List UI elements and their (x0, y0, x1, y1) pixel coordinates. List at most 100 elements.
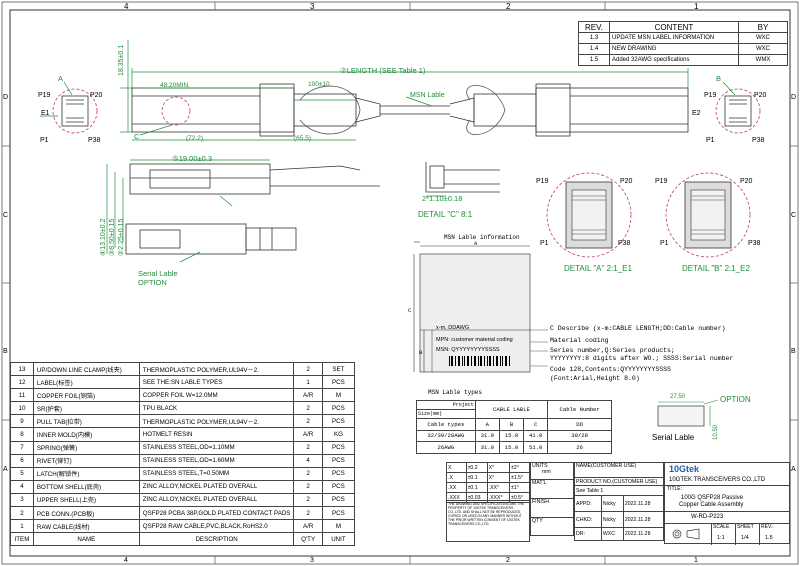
appd-name: Nicky (600, 495, 624, 512)
msn-types-group-header: CABLE LABLE (474, 400, 549, 419)
bom-desc: TPU BLACK (138, 401, 295, 416)
bom-name: SR(护套) (32, 401, 140, 416)
bom-qty: A/R (293, 388, 323, 403)
tol-cell: ±0.1 (465, 472, 488, 483)
bom-name: UP/DOWN LINE CLAMP(线夹) (32, 361, 140, 377)
title-label: TITLE: (667, 486, 683, 492)
detail-callout-circles (52, 88, 761, 134)
serial-dim-h: 10.50 (713, 424, 719, 440)
units-label: UNITS (532, 463, 548, 469)
msn-types-corner-bottom: Size(mm) (416, 409, 476, 419)
left-connector-body (131, 87, 295, 133)
serial-label-box (657, 405, 705, 427)
bom-unit: PCS (321, 466, 356, 481)
tol-cell: .XXX° (486, 492, 510, 503)
tol-cell: .XX (446, 482, 467, 493)
bom-header-desc: DESCRIPTION (138, 532, 295, 547)
left-boot (293, 93, 357, 127)
msn-note-5: Code 128,Contents:QYYYYYYYYSSSS (550, 366, 671, 373)
msn-label-figure (413, 241, 548, 373)
rev-header-rev: REV. (578, 21, 610, 33)
bom-unit: PCS (321, 414, 356, 429)
msn-types-cell: 31.0 (474, 441, 500, 454)
bom-unit: SET (321, 361, 356, 377)
dim-72-label: (72.2) (186, 135, 203, 142)
dim-8-label: ③8.50±0.15 (109, 218, 116, 256)
detail-a-pin-p38: P38 (618, 240, 631, 247)
qty-label: QTY (530, 517, 574, 536)
sheet-label: SHEET (737, 524, 754, 530)
pin-label-p38-right: P38 (752, 137, 765, 144)
pin-label-p19-left: P19 (38, 92, 51, 99)
bom-name: RAW CABLE(线材) (32, 519, 140, 534)
dr-name: WXC (600, 527, 624, 541)
height-dim-label: 18.35±0.1 (118, 44, 125, 76)
table-row: 26AWG 31.0 15.0 51.0 26 (416, 441, 612, 454)
dr-label: DR: (574, 527, 602, 541)
msn-line-2: MPN: customer material coding (436, 337, 513, 343)
end-e1-label: E1 (41, 110, 50, 117)
detail-b-graphic (665, 172, 751, 258)
bom-item-num: 6 (10, 453, 34, 468)
bom-header-item: ITEM (10, 532, 34, 547)
msn-types-cell: 41.0 (523, 429, 549, 442)
msn-note-1: C Describe (x-m:CABLE LENGTH;DD:Cable nu… (550, 325, 726, 332)
msn-label-callout: MSN Lable (410, 92, 445, 99)
pin-label-p1-left: P1 (40, 137, 49, 144)
bom-name: BOTTOM SHELL(底壳) (32, 479, 140, 494)
msn-types-cell: 15.0 (498, 441, 525, 454)
msn-note-6: (Font:Arial,Height 8.0) (550, 375, 640, 382)
bom-qty: 2 (293, 479, 323, 494)
bom-unit: PCS (321, 401, 356, 416)
bom-unit: PCS (321, 492, 356, 508)
zone-left-d: D (3, 94, 9, 101)
detail-c-dim: 2*1.10±0.18 (422, 194, 463, 203)
tol-cell: ±0.2 (465, 462, 488, 473)
bom-desc: THERMOPLASTIC POLYMER,UL94V－2. (138, 361, 295, 377)
detail-a-pin-p20: P20 (620, 178, 633, 185)
msn-types-title: MSN Lable types (428, 389, 483, 396)
bom-desc: STAINLESS STEEL,OD=1.60MM (138, 453, 295, 468)
msn-types-cell: 26 (547, 441, 612, 454)
matl-label: MAT'L (530, 479, 574, 499)
drawing-title-2: Copper Cable Assembly (679, 502, 744, 508)
msn-types-corner-top: Project (416, 400, 476, 410)
msn-dim-c: C (408, 307, 412, 314)
table-row: 1.4 NEW DRAWING WXC (578, 43, 788, 55)
bom-item-num: 8 (10, 427, 34, 442)
finish-label: FINISH (530, 498, 574, 518)
side-view-assembly (125, 163, 380, 255)
rev-cell: 1.5 (578, 54, 610, 66)
msn-line-3: MSN: QYYYYYYYYSSSS (436, 347, 500, 353)
bom-unit: PCS (321, 375, 356, 390)
tol-cell: ±0.1 (465, 482, 488, 493)
table-row: .XXX±0.03.XXX°±0.5° (446, 492, 531, 503)
detail-a-pin-p1: P1 (540, 240, 549, 247)
detail-b-callout: B (716, 74, 722, 83)
bom-desc: STAINLESS STEEL,OD=1.10MM (138, 440, 295, 455)
rev-cell: WMX (738, 54, 788, 66)
bom-unit: M (321, 388, 356, 403)
msn-types-col-header: Cable types (416, 418, 476, 431)
dim-19-label: ⑤19.00±0.3 (172, 154, 213, 163)
zone-top-2: 2 (506, 2, 511, 11)
bom-header-qty: Q'TY (293, 532, 323, 547)
tol-cell: ±1° (508, 482, 531, 493)
zone-top-1: 1 (694, 2, 699, 11)
bom-qty: 2 (293, 401, 323, 416)
detail-a-graphic (546, 172, 632, 258)
right-connector-body (535, 87, 689, 133)
table-row: .XX±0.1.XX°±1° (446, 482, 531, 493)
msn-line-1: x-m, DDAWG (436, 325, 470, 331)
bom-item-num: 12 (10, 375, 34, 390)
pin-label-p20-right: P20 (754, 92, 767, 99)
